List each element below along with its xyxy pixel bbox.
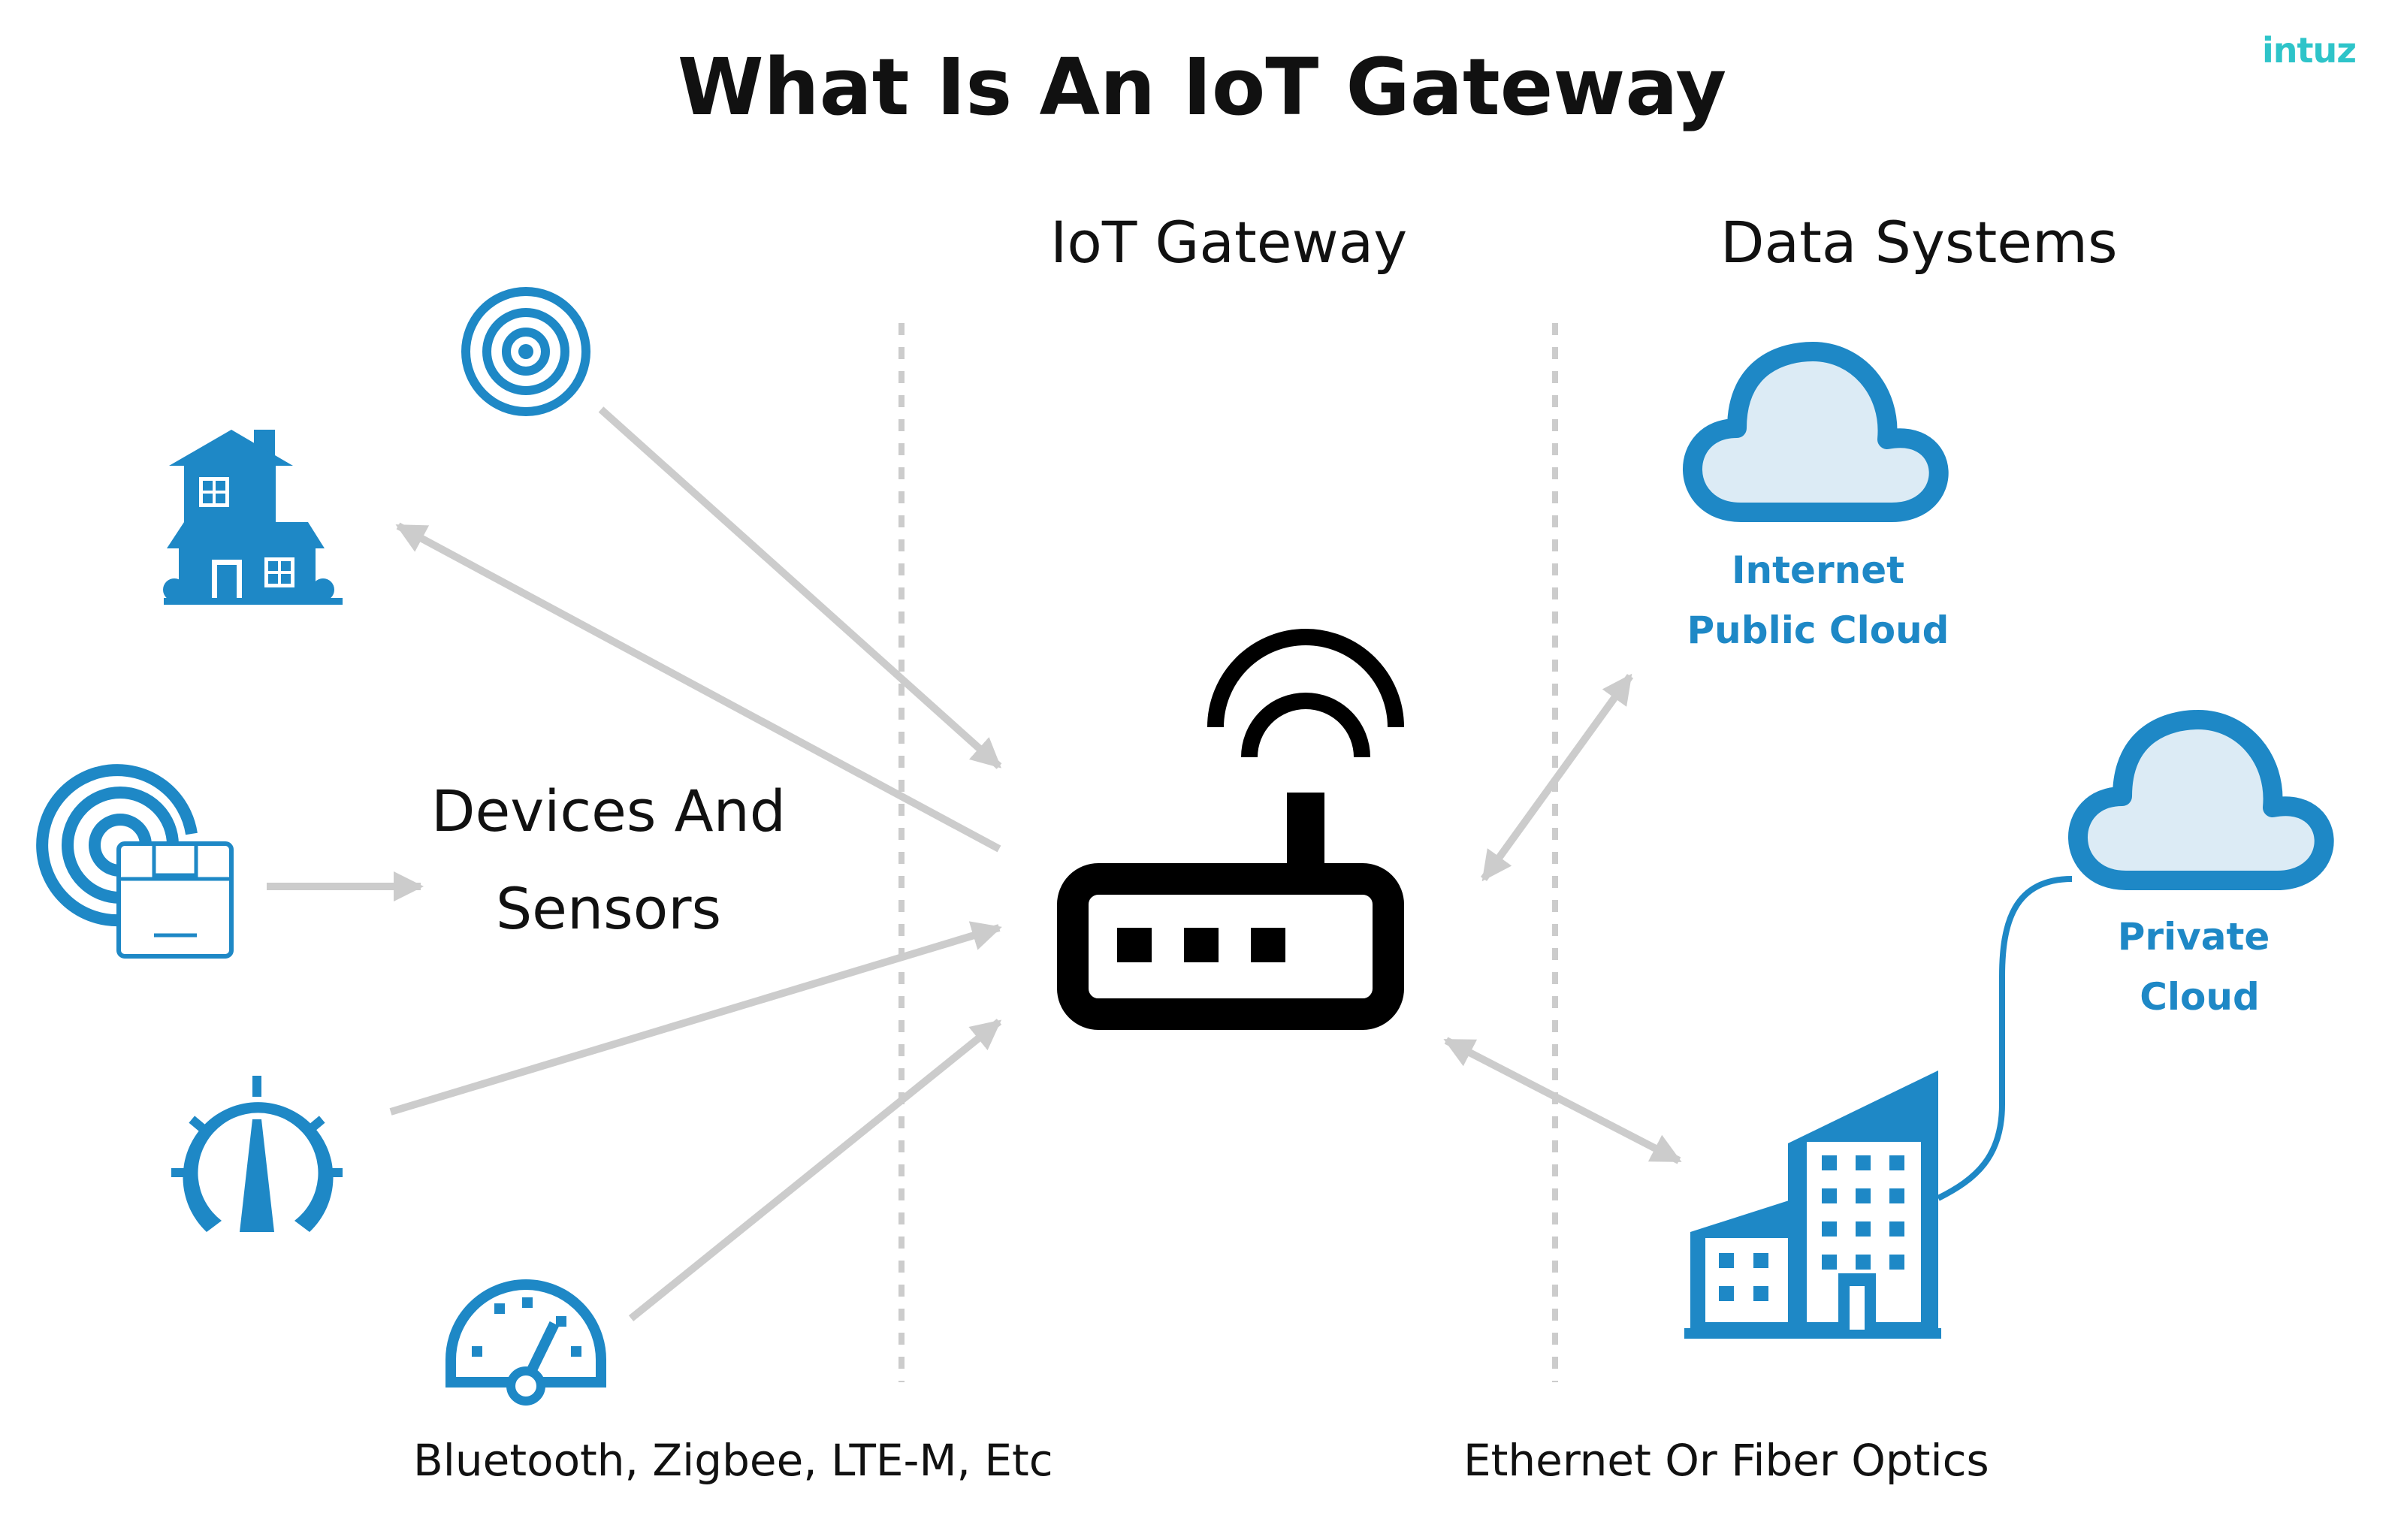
devices-label-line2: Sensors: [495, 875, 722, 942]
house-icon: [163, 430, 343, 605]
public-cloud-label-line2: Public Cloud: [1687, 608, 1949, 652]
cloud-building-connector: [1937, 876, 2073, 1201]
data-systems-header: Data Systems: [1720, 209, 2118, 276]
footer-left-protocols: Bluetooth, Zigbee, LTE-M, Etc: [413, 1435, 1053, 1486]
rfid-package-icon: [36, 764, 234, 959]
page-title: What Is An IoT Gateway: [677, 41, 1727, 133]
arrow-speedometer-to-gateway: [389, 921, 1002, 1116]
arrow-gateway-public-cloud: [1480, 673, 1634, 882]
gauge-icon: [445, 1279, 606, 1406]
arrow-gateway-to-house: [395, 522, 1001, 853]
intuz-logo: intuz: [2261, 30, 2357, 71]
private-cloud-icon: [2068, 710, 2334, 890]
office-building-icon: [1684, 1070, 1941, 1339]
gateway-header: IoT Gateway: [1050, 209, 1408, 276]
public-cloud-icon: [1683, 342, 1949, 522]
public-cloud-label-line1: Internet: [1731, 548, 1905, 592]
footer-right-connection: Ethernet Or Fiber Optics: [1463, 1435, 1989, 1486]
arrow-target-to-gateway: [598, 406, 1002, 769]
router-icon: [1057, 629, 1404, 1030]
arrow-gateway-building: [1443, 1037, 1682, 1164]
private-cloud-label-line2: Cloud: [2140, 975, 2260, 1019]
arrow-gauge-to-gateway: [628, 1019, 1002, 1321]
speedometer-icon: [171, 1076, 343, 1232]
devices-label-line1: Devices And: [430, 778, 787, 844]
target-icon: [461, 287, 590, 416]
private-cloud-label-line1: Private: [2117, 915, 2270, 959]
